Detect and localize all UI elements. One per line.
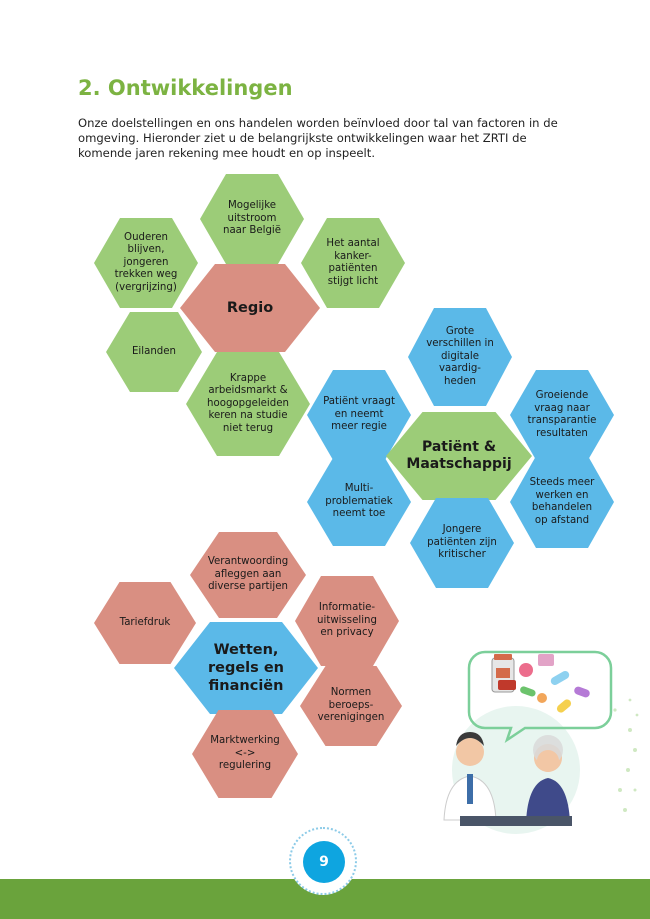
patient-hex-kritischer: Jongere patiënten zijn kritischer <box>410 498 514 588</box>
regio-hex-kankerpatienten: Het aantal kanker-patiënten stijgt licht <box>301 218 405 308</box>
regio-hex-uitstroom: Mogelijke uitstroom naar België <box>200 174 304 264</box>
patient-center-hex: Patiënt & Maatschappij <box>386 412 532 500</box>
patient-hex-werken-op-afstand: Steeds meer werken en behandelen op afst… <box>510 456 614 548</box>
regio-center-hex: Regio <box>180 264 320 352</box>
wetten-hex-informatie-uitwisseling: Informatie-uitwisseling en privacy <box>295 576 399 666</box>
patient-hex-digitale-vaardigheden: Grote verschillen in digitale vaardig-he… <box>408 308 512 406</box>
wetten-hex-tariefdruk: Tariefdruk <box>94 582 196 664</box>
patient-hex-transparantie: Groeiende vraag naar transparantie resul… <box>510 370 614 460</box>
regio-hex-eilanden: Eilanden <box>106 312 202 392</box>
wetten-center-hex: Wetten, regels en financiën <box>174 622 318 714</box>
wetten-hex-verantwoording: Verantwoording afleggen aan diverse part… <box>190 532 306 618</box>
regio-hex-vergrijzing: Ouderen blijven, jongeren trekken weg (v… <box>94 218 198 308</box>
page-number: 9 <box>303 841 345 883</box>
regio-hex-arbeidsmarkt: Krappe arbeidsmarkt & hoogopgeleiden ker… <box>186 352 310 456</box>
doctor-patient-illustration <box>443 650 639 834</box>
patient-hex-regie: Patiënt vraagt en neemt meer regie <box>307 370 411 460</box>
page-title: 2. Ontwikkelingen <box>78 76 293 100</box>
wetten-hex-normen: Normen beroeps-verenigingen <box>300 666 402 746</box>
intro-paragraph: Onze doelstellingen en ons handelen word… <box>78 116 558 160</box>
wetten-hex-marktwerking: Marktwerking <-> regulering <box>192 710 298 798</box>
patient-hex-multiproblematiek: Multi-problematiek neemt toe <box>307 458 411 546</box>
